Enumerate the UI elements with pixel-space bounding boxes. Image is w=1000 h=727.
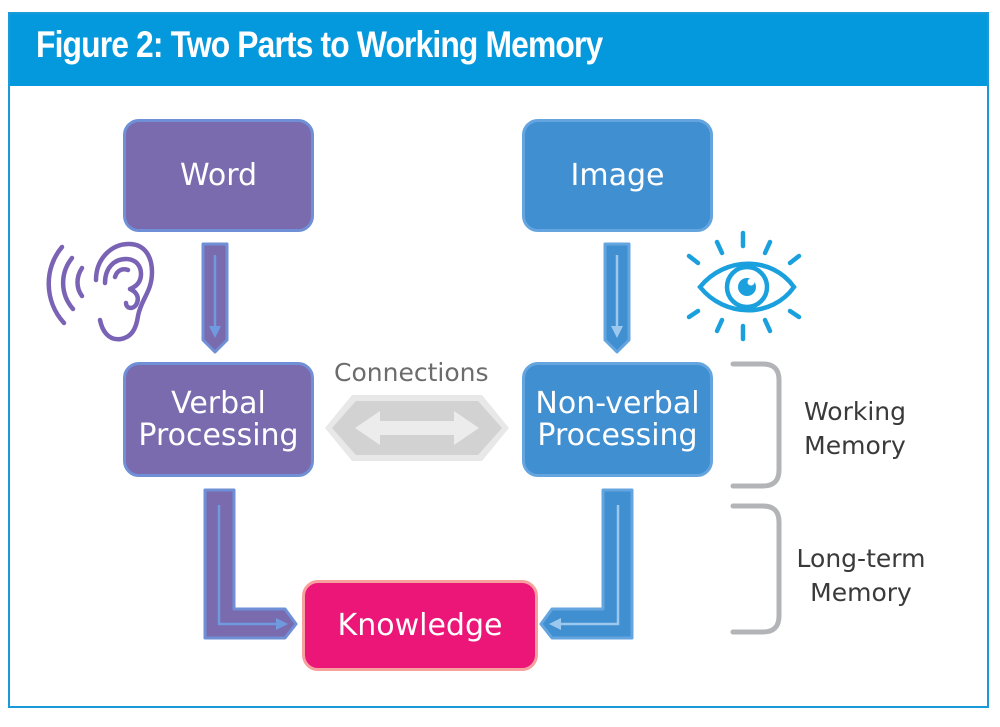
longterm-memory-line1: Long-term — [796, 544, 926, 573]
word-node-label: Word — [179, 157, 258, 193]
working-memory-line2: Memory — [804, 431, 906, 460]
longterm-memory-line2: Memory — [810, 578, 912, 607]
arrow-nonverbal-to-knowledge — [539, 488, 634, 640]
knowledge-node[interactable]: Knowledge — [302, 580, 538, 671]
nonverbal-node-line1: Non-verbal — [535, 385, 700, 421]
image-node[interactable]: Image — [522, 119, 713, 232]
word-node[interactable]: Word — [123, 119, 314, 232]
verbal-processing-node[interactable]: Verbal Processing — [123, 362, 314, 477]
ear-icon — [46, 241, 155, 342]
connections-label: Connections — [334, 358, 489, 387]
verbal-node-line1: Verbal — [171, 385, 266, 421]
longterm-memory-bracket — [730, 503, 782, 635]
longterm-memory-label: Long-term Memory — [786, 542, 936, 610]
figure-title: Figure 2: Two Parts to Working Memory — [36, 24, 603, 65]
nonverbal-node-line2: Processing — [537, 417, 698, 453]
verbal-node-line2: Processing — [138, 417, 299, 453]
arrow-word-to-verbal — [201, 242, 229, 354]
image-node-label: Image — [570, 157, 665, 193]
arrow-image-to-nonverbal — [603, 242, 631, 354]
arrow-verbal-to-knowledge — [203, 488, 298, 640]
knowledge-node-label: Knowledge — [337, 607, 503, 643]
working-memory-label: Working Memory — [790, 395, 920, 463]
eye-icon — [686, 230, 802, 342]
nonverbal-processing-node[interactable]: Non-verbal Processing — [522, 362, 713, 477]
working-memory-line1: Working — [804, 397, 906, 426]
connections-arrow[interactable] — [325, 395, 509, 461]
figure-header: Figure 2: Two Parts to Working Memory — [10, 14, 987, 86]
working-memory-bracket — [730, 361, 782, 489]
